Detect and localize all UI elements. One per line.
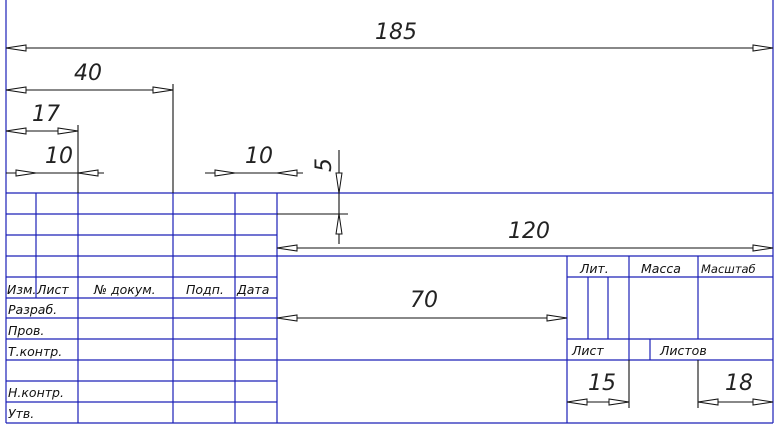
arrow-head: [276, 314, 298, 322]
role-labels: Разраб. Пров. Т.контр. Н.контр. Утв.: [8, 302, 64, 421]
dimension-lines: [5, 44, 774, 408]
role-razrab: Разраб.: [8, 302, 57, 317]
arrow-head: [5, 44, 27, 52]
arrow-head: [752, 244, 774, 252]
dim-17-label: 17: [32, 102, 60, 127]
dimension-labels: 185 40 17 10 10 5 120 70 15 18: [32, 20, 753, 396]
masshtab-label: Масштаб: [701, 262, 756, 276]
arrow-head: [214, 169, 236, 177]
arrow-head: [5, 86, 27, 94]
arrow-head: [152, 86, 174, 94]
role-utv: Утв.: [8, 406, 34, 421]
header-podp: Подп.: [186, 282, 224, 297]
dim-5-label: 5: [312, 158, 337, 172]
arrow-head: [546, 314, 568, 322]
listov-label: Листов: [659, 343, 707, 358]
arrow-head: [566, 398, 588, 406]
header-data: Дата: [236, 282, 269, 297]
title-block-grid: [5, 0, 774, 424]
arrow-head: [752, 398, 774, 406]
lit-label: Лит.: [579, 261, 609, 276]
dim-10b-label: 10: [245, 144, 273, 169]
dim-120-label: 120: [508, 219, 550, 244]
arrow-head: [697, 398, 719, 406]
header-izm: Изм.: [7, 282, 36, 297]
role-nkontr: Н.контр.: [8, 385, 64, 400]
dim-18-label: 18: [725, 371, 753, 396]
list-label: Лист: [571, 343, 604, 358]
dim-185-label: 185: [375, 20, 417, 45]
arrow-head: [5, 127, 27, 135]
dim-10a-label: 10: [45, 144, 73, 169]
dim-40-label: 40: [74, 61, 102, 86]
arrow-head: [276, 169, 298, 177]
arrow-head: [752, 44, 774, 52]
dim-70-label: 70: [410, 288, 438, 313]
dim-15-label: 15: [588, 371, 616, 396]
role-prov: Пров.: [8, 323, 44, 338]
arrow-head: [15, 169, 37, 177]
arrow-head: [608, 398, 630, 406]
header-doc-no: № докум.: [93, 282, 156, 297]
header-list: Лист: [36, 282, 69, 297]
right-block-labels: Лит. Масса Масштаб Лист Листов: [571, 261, 756, 358]
arrow-head: [335, 213, 343, 235]
arrow-head: [77, 169, 99, 177]
role-tkontr: Т.контр.: [8, 344, 62, 359]
header-labels: Изм. Лист № докум. Подп. Дата: [7, 282, 269, 297]
arrow-head: [276, 244, 298, 252]
massa-label: Масса: [641, 261, 681, 276]
arrow-head: [335, 172, 343, 194]
arrow-head: [57, 127, 79, 135]
